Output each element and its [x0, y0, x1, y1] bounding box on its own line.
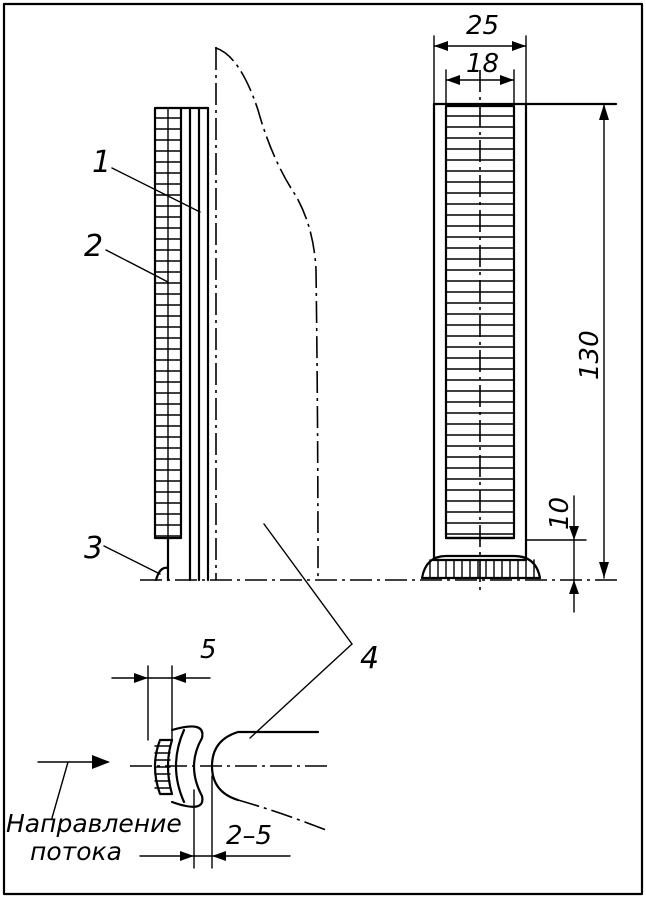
plan-wave-front — [210, 730, 320, 802]
plan-curved-plate — [170, 725, 204, 808]
leader-4a — [263, 523, 353, 645]
label-2: 2 — [84, 229, 103, 264]
leader-1 — [111, 167, 201, 213]
label-1: 1 — [92, 145, 111, 180]
side-view: 1 2 3 — [84, 46, 620, 582]
rib-lines — [154, 117, 182, 537]
flow-leader — [51, 761, 69, 819]
leader-4b — [249, 643, 353, 739]
fixing-nut — [154, 566, 170, 582]
plan-ribbed-part — [153, 738, 174, 796]
nut-teeth — [429, 559, 535, 579]
dim-25: 25 — [466, 11, 499, 41]
flow-caption-line1: Направление — [6, 809, 182, 838]
flow-caption-line2: потока — [30, 837, 122, 866]
dim-130: 130 — [575, 330, 605, 380]
dim-2-5: 2–5 — [226, 821, 272, 851]
plan-view: 5 2–5 Направление потока — [6, 635, 330, 869]
dim-5: 5 — [200, 635, 217, 665]
label-3: 3 — [84, 531, 103, 566]
label-4: 4 — [360, 641, 379, 676]
base-nut — [420, 554, 542, 580]
leader-3 — [103, 545, 161, 575]
wave-profile — [215, 47, 319, 579]
plan-ribs — [154, 745, 171, 789]
dim-18: 18 — [466, 49, 499, 79]
front-view: 25 18 130 10 — [420, 11, 618, 613]
leader-2 — [105, 249, 169, 283]
dim-10: 10 — [545, 497, 575, 530]
